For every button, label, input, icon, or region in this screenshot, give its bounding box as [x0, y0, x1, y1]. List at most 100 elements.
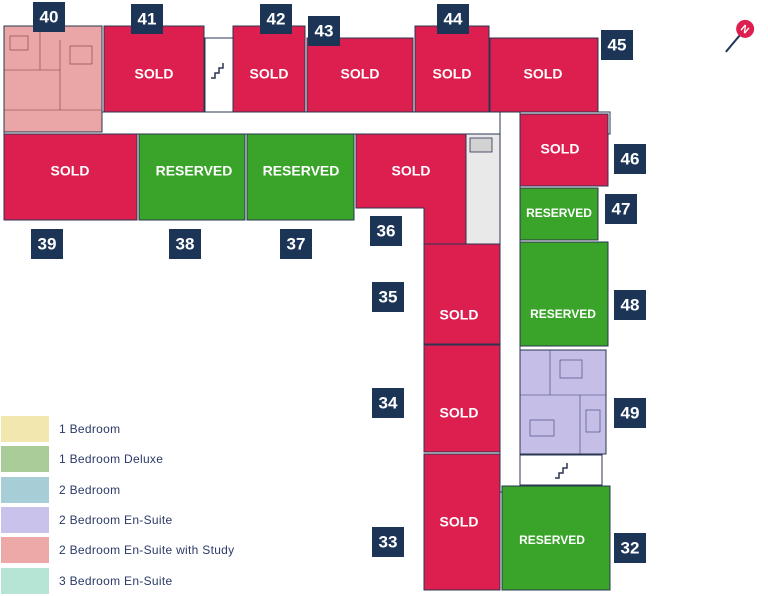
unit-46-shape	[519, 113, 609, 187]
legend-swatch	[1, 416, 49, 443]
unit-number: 46	[621, 149, 640, 168]
unit-40-interior	[4, 26, 102, 111]
legend-item: 2 Bedroom	[0, 475, 300, 505]
unit-41-shape	[103, 25, 205, 113]
unit-36-status: SOLD	[392, 163, 431, 179]
stair-core-south	[519, 454, 603, 486]
stairs-icon	[555, 463, 568, 479]
unit-47-shape	[519, 187, 599, 241]
unit-badge[interactable]: 49	[614, 398, 646, 428]
unit-41-status: SOLD	[135, 66, 174, 82]
unit-badge[interactable]: 38	[169, 229, 201, 259]
unit-number: 41	[138, 9, 157, 28]
unit-43-status: SOLD	[341, 66, 380, 82]
unit-number: 33	[379, 532, 398, 551]
unit-number: 39	[38, 234, 57, 253]
unit-45-shape	[489, 37, 599, 113]
unit-badge[interactable]: 36	[370, 216, 402, 246]
unit-33-shape	[423, 453, 501, 591]
unit-38-shape	[138, 133, 246, 221]
unit-badge[interactable]: 33	[372, 527, 404, 557]
unit-46-status: SOLD	[541, 141, 580, 157]
unit-number-badges: 40 41 42 43 44 45 46 47 48 49 32 33 34 3…	[31, 2, 646, 563]
unit-number: 38	[176, 234, 195, 253]
unit-shapes	[3, 25, 611, 591]
unit-number: 36	[377, 221, 396, 240]
unit-number: 40	[40, 7, 59, 26]
unit-number: 43	[315, 21, 334, 40]
unit-35-status: SOLD	[440, 307, 479, 323]
unit-32-shape	[501, 485, 611, 591]
unit-45-status: SOLD	[524, 66, 563, 82]
unit-number: 42	[267, 9, 286, 28]
unit-badge[interactable]: 45	[601, 30, 633, 60]
unit-34-status: SOLD	[440, 405, 479, 421]
unit-49-interior	[520, 350, 606, 454]
unit-42-shape	[232, 25, 306, 113]
legend-swatch	[1, 446, 49, 473]
unit-number: 49	[621, 403, 640, 422]
unit-badge[interactable]: 35	[372, 282, 404, 312]
unit-badge[interactable]: 39	[31, 229, 63, 259]
unit-39-status: SOLD	[51, 163, 90, 179]
unit-32-status: RESERVED	[519, 533, 585, 547]
unit-33-status: SOLD	[440, 514, 479, 530]
unit-badge[interactable]: 34	[372, 388, 404, 418]
legend-label: 1 Bedroom Deluxe	[59, 452, 164, 467]
unit-39-shape	[3, 133, 138, 221]
legend-item: 2 Bedroom En-Suite	[0, 505, 300, 535]
unit-badge[interactable]: 48	[614, 290, 646, 320]
legend-item: 3 Bedroom En-Suite	[0, 565, 300, 595]
unit-status-labels: SOLD SOLD SOLD SOLD SOLD SOLD RESERVED R…	[51, 66, 597, 547]
unit-48-status: RESERVED	[530, 307, 596, 321]
legend-swatch	[1, 507, 49, 534]
unit-badge[interactable]: 47	[605, 194, 637, 224]
unit-36-shape	[355, 133, 467, 245]
unit-badge[interactable]: 41	[131, 4, 163, 34]
legend-label: 3 Bedroom En-Suite	[59, 573, 173, 588]
unit-badge[interactable]: 42	[260, 4, 292, 34]
legend: 1 Bedroom 1 Bedroom Deluxe 2 Bedroom 2 B…	[0, 414, 300, 596]
legend-swatch	[1, 537, 49, 564]
unit-badge[interactable]: 46	[614, 144, 646, 174]
unit-badge[interactable]: 37	[280, 229, 312, 259]
legend-label: 2 Bedroom En-Suite	[59, 513, 173, 528]
unit-number: 32	[621, 538, 640, 557]
unit-badge[interactable]: 44	[437, 4, 469, 34]
corridor-east	[499, 111, 521, 493]
unit-37-shape	[246, 133, 355, 221]
legend-swatch	[1, 476, 49, 503]
unit-35-shape	[423, 243, 501, 345]
unit-number: 44	[444, 9, 463, 28]
legend-item: 1 Bedroom	[0, 414, 300, 444]
unit-42-status: SOLD	[250, 66, 289, 82]
unit-number: 34	[379, 393, 398, 412]
unit-47-status: RESERVED	[526, 206, 592, 220]
unit-badge[interactable]: 43	[308, 16, 340, 46]
stairs-icons	[211, 63, 568, 479]
legend-label: 2 Bedroom	[59, 482, 121, 497]
stair-core-north	[204, 37, 234, 113]
unit-badge[interactable]: 32	[614, 533, 646, 563]
unit-48-shape	[519, 241, 609, 347]
legend-swatch	[1, 567, 49, 594]
unit-number: 35	[379, 287, 398, 306]
legend-label: 1 Bedroom	[59, 422, 121, 437]
north-arrow-icon: N	[725, 19, 755, 53]
unit-44-shape	[414, 25, 490, 113]
unit-badge[interactable]: 40	[33, 2, 65, 32]
legend-item: 1 Bedroom Deluxe	[0, 444, 300, 474]
unit-number: 48	[621, 295, 640, 314]
unit-37-status: RESERVED	[263, 163, 340, 179]
legend-label: 2 Bedroom En-Suite with Study	[59, 543, 235, 558]
unit-34-shape	[423, 344, 501, 453]
lift-middle	[469, 137, 493, 153]
unit-40-shape	[3, 25, 103, 133]
unit-number: 45	[608, 35, 627, 54]
unit-number: 37	[287, 234, 306, 253]
unit-number: 47	[612, 199, 631, 218]
unit-49-shape	[519, 349, 607, 455]
legend-item: 2 Bedroom En-Suite with Study	[0, 535, 300, 565]
unit-38-status: RESERVED	[156, 163, 233, 179]
